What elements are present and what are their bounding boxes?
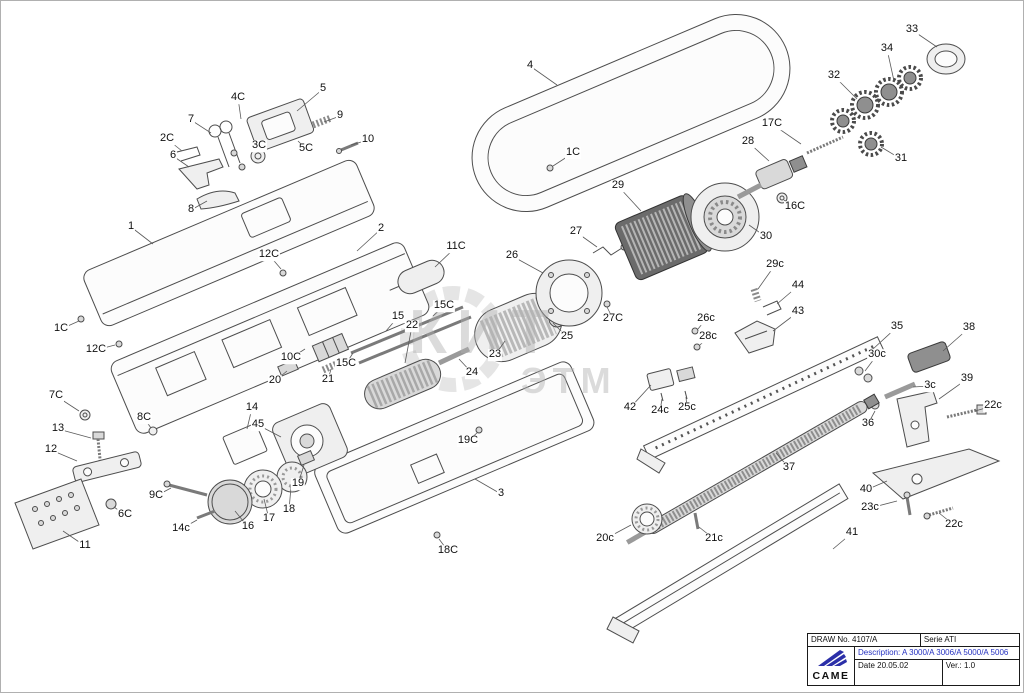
part-rotor: [690, 182, 760, 252]
part-worm-screw: [625, 393, 880, 545]
part-gear-cluster: [830, 43, 966, 157]
part-worm-gear: [364, 346, 471, 410]
part-bearing: [631, 503, 700, 535]
part-block-38: [907, 341, 951, 373]
part-limit-bracket: [734, 287, 782, 354]
part-screw-18c: [433, 531, 441, 539]
part-coupler: [736, 135, 844, 204]
part-microswitch: [646, 327, 701, 402]
title-block-right: Description: A 3000/A 3006/A 5000/A 5006…: [855, 647, 1019, 686]
part-bottom-housing: [314, 361, 595, 534]
title-block: DRAW No. 4107/A Serie ATI CAME Descripti…: [807, 633, 1020, 687]
part-motor-flange: [535, 259, 603, 327]
part-release-bracket: [172, 146, 246, 210]
part-lock-and-keys: [208, 98, 359, 168]
part-slide-bar: [606, 483, 849, 644]
series-label: Serie ATI: [923, 635, 957, 644]
part-left-hardware: [72, 409, 208, 510]
part-capacitor: [389, 259, 445, 295]
title-block-row-1: DRAW No. 4107/A Serie ATI: [808, 634, 1019, 647]
title-block-row-3: Date 20.05.02 Ver.: 1.0: [855, 660, 1019, 686]
came-logo: CAME: [808, 647, 855, 686]
description-label: Description: A 3000/A 3006/A 5000/A 5006: [855, 647, 1019, 660]
part-gearbox-release: [196, 403, 348, 525]
came-logo-text: CAME: [812, 670, 850, 682]
part-base-plate: [14, 478, 100, 550]
came-logo-mark: [818, 650, 847, 666]
part-lid: [83, 159, 375, 327]
part-screw-19c: [475, 426, 483, 434]
part-top-cover: [471, 13, 791, 213]
title-block-body: CAME Description: A 3000/A 3006/A 5000/A…: [808, 647, 1019, 686]
part-release-plate: [871, 448, 1001, 520]
draw-number: DRAW No. 4107/A: [808, 634, 921, 646]
part-bracket-39: [896, 390, 987, 448]
date-label: Date 20.05.02: [855, 660, 943, 686]
version-label: Ver.: 1.0: [945, 661, 976, 670]
